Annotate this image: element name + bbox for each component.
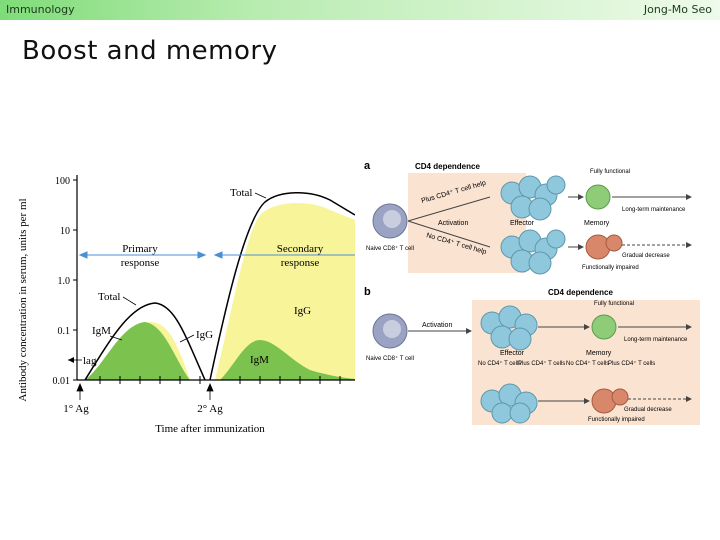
- igm-area-secondary: [220, 340, 355, 380]
- igg-label-secondary: IgG: [294, 305, 311, 317]
- gradual-decrease-label-b: Gradual decrease: [624, 407, 672, 413]
- functionally-impaired-label-b: Functionally impaired: [588, 417, 645, 423]
- no-cd4-label: No CD4⁺ T cells: [478, 360, 521, 367]
- y-tick: 10: [60, 226, 70, 237]
- fully-functional-label-b: Fully functional: [594, 301, 634, 307]
- memory-cell-red-icon: [585, 234, 611, 260]
- igm-label-primary: IgM: [92, 325, 111, 337]
- igm-area-primary: [85, 322, 190, 380]
- y-tick: 1.0: [58, 276, 71, 287]
- long-term-label-b: Long-term maintenance: [624, 337, 688, 343]
- memory-cell-red-icon: [591, 388, 617, 414]
- primary-label-2: response: [121, 257, 160, 269]
- panel-a-heading: CD4 dependence: [415, 162, 480, 171]
- panel-a-letter: a: [364, 160, 371, 172]
- long-term-label-a: Long-term maintenance: [622, 207, 686, 213]
- response-arrows: [78, 251, 355, 259]
- total-curve-secondary: [209, 192, 355, 381]
- secondary-label-1: Secondary: [277, 243, 324, 255]
- y-tick: 100: [55, 176, 70, 187]
- effector-cells-icon: [480, 305, 538, 351]
- functionally-impaired-label-a: Functionally impaired: [582, 265, 639, 271]
- activation-label-b: Activation: [422, 322, 452, 329]
- total-label-secondary: Total: [230, 187, 252, 199]
- memory-cell-green-icon: [591, 314, 617, 340]
- effector-cells-icon: [500, 175, 566, 221]
- secondary-label-2: response: [281, 257, 320, 269]
- igm-label-secondary: IgM: [250, 354, 269, 366]
- ag2-label: 2° Ag: [197, 403, 223, 415]
- naive-label-b: Naive CD8⁺ T cell: [366, 355, 414, 362]
- y-tick: 0.1: [58, 326, 71, 337]
- effector-cells-icon: [480, 383, 538, 424]
- gradual-decrease-label-a: Gradual decrease: [622, 253, 670, 259]
- total-curve-primary: [84, 302, 206, 381]
- memory-label-a: Memory: [584, 220, 610, 227]
- plus-cd4-label: Plus CD4⁺ T cells: [518, 360, 565, 367]
- memory-label-b: Memory: [586, 350, 612, 357]
- plus-cd4-label-2: Plus CD4⁺ T cells: [608, 360, 655, 367]
- total-label-primary: Total: [98, 291, 120, 303]
- effector-cells-icon: [500, 229, 566, 275]
- y-axis-label: Antibody concentration in serum, units p…: [17, 198, 29, 401]
- course-name: Immunology: [6, 3, 75, 16]
- antibody-response-figure: Antibody concentration in serum, units p…: [17, 175, 355, 435]
- activation-label-a: Activation: [438, 220, 468, 227]
- panel-b-letter: b: [364, 286, 371, 298]
- lag-label: lag: [83, 355, 97, 367]
- y-tick: 0.01: [53, 376, 71, 387]
- primary-label-1: Primary: [122, 243, 158, 255]
- x-axis-label: Time after immunization: [155, 423, 265, 435]
- slide-title: Boost and memory: [22, 36, 278, 66]
- no-cd4-label-2: No CD4⁺ T cells: [566, 360, 609, 367]
- igg-area-secondary: [215, 203, 355, 380]
- panel-b-heading: CD4 dependence: [548, 288, 613, 297]
- author-name: Jong-Mo Seo: [643, 3, 712, 16]
- fully-functional-label-a: Fully functional: [590, 169, 630, 175]
- effector-label-a: Effector: [510, 220, 535, 227]
- memory-cell-green-icon: [585, 184, 611, 210]
- naive-label: Naive CD8⁺ T cell: [366, 245, 414, 252]
- effector-label-b: Effector: [500, 350, 525, 357]
- cd4-dependence-figure: a CD4 dependence Naive CD8⁺ T cell Plus …: [364, 160, 700, 425]
- igg-label-primary: IgG: [196, 329, 213, 341]
- ag1-label: 1° Ag: [63, 403, 89, 415]
- lag-marker: lag: [68, 355, 97, 367]
- header-bar: Immunology Jong-Mo Seo: [0, 0, 720, 20]
